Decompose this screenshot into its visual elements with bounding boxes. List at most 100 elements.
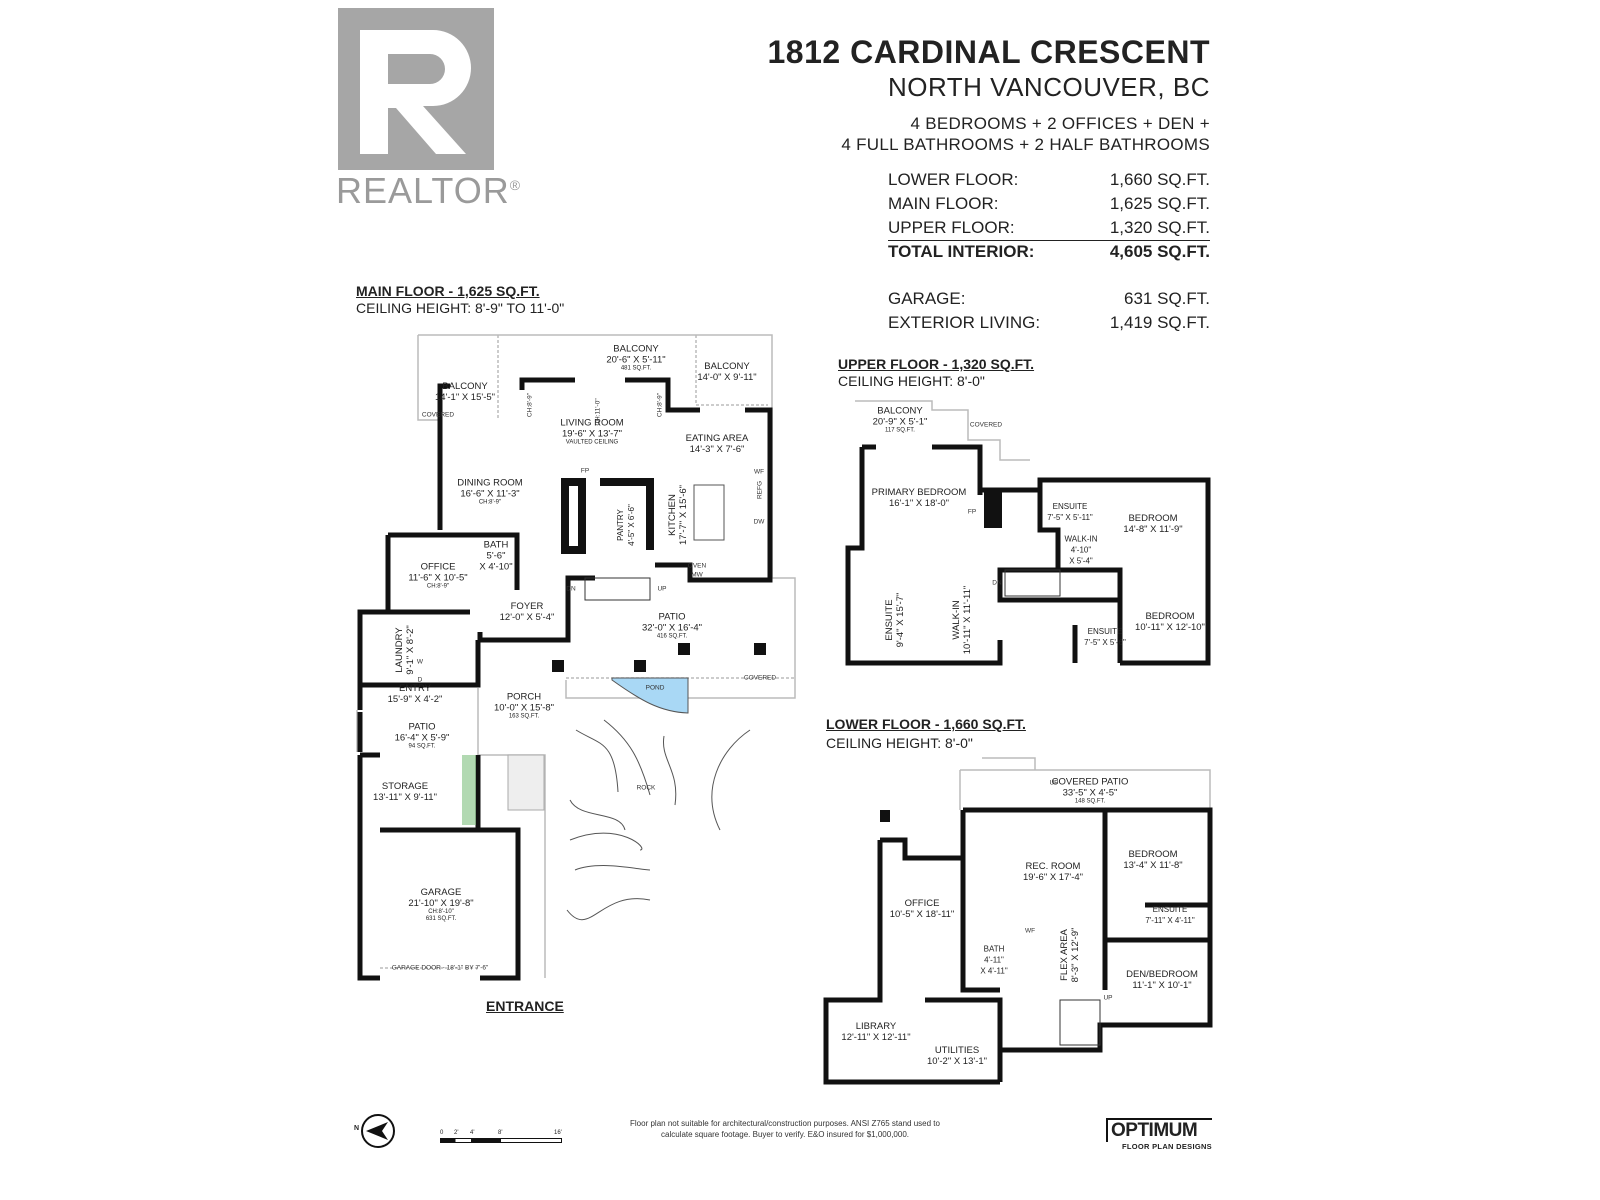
room-text: 14'-1" X 15'-5"	[434, 392, 496, 403]
wall-fills	[552, 490, 1002, 822]
registered-mark: ®	[509, 177, 522, 193]
note: COVERED	[421, 411, 455, 419]
room-text: X 4'-10"	[479, 561, 513, 573]
area-row-total: TOTAL INTERIOR:4,605 SQ.FT.	[888, 242, 1210, 264]
pond-shape	[611, 677, 689, 714]
room-text: 15'-9" X 4'-2"	[387, 694, 443, 705]
note: FP	[580, 467, 590, 475]
realtor-text: REALTOR	[336, 170, 510, 211]
room-text: ENSUITE	[1087, 627, 1123, 636]
room-text: BATH	[983, 944, 1005, 954]
optimum-logo: OPTIMUM FLOOR PLAN DESIGNS	[1106, 1118, 1212, 1154]
compass-north-label: N	[354, 1125, 360, 1132]
note: CH:8'-9"	[656, 392, 664, 418]
note: DN	[566, 585, 576, 593]
room-text: 94 SQ.FT.	[408, 743, 436, 750]
room-text: 10'-0" X 15'-8"	[493, 702, 555, 714]
room-text: BEDROOM	[1128, 849, 1178, 860]
room-text: 10'-11" X 11'-11"	[962, 585, 973, 655]
lower-floor-heading: LOWER FLOOR - 1,660 SQ.FT.	[826, 716, 1026, 732]
room-text: GARAGE	[420, 887, 462, 898]
room-text: FLEX AREA	[1059, 929, 1070, 981]
room-text: WALK-IN	[951, 600, 962, 640]
room-text: LAUNDRY	[394, 627, 405, 673]
scale-tick: 16'	[554, 1130, 562, 1136]
room-text: 117 SQ.FT.	[885, 427, 915, 434]
room-label: ENSUITE 7'-5" X 5'-11"	[1047, 501, 1093, 523]
area-label: EXTERIOR LIVING:	[888, 313, 1041, 332]
room-text: 481 SQ.FT.	[620, 365, 652, 372]
upper-floor-heading: UPPER FLOOR - 1,320 SQ.FT.	[838, 356, 1035, 372]
planter	[462, 755, 476, 825]
note: WF	[753, 468, 765, 476]
room-text: 11'-1" X 10'-1"	[1132, 980, 1192, 991]
area-row: MAIN FLOOR:1,625 SQ.FT.	[888, 194, 1210, 216]
scale-tick: 2'	[454, 1130, 459, 1136]
room-text: 9'-4" X 15'-7"	[895, 592, 906, 648]
room-text: 163 SQ.FT.	[508, 713, 540, 720]
note: UP	[1049, 779, 1059, 787]
realtor-logo	[338, 8, 494, 170]
room-text: 32'-0" X 16'-4"	[641, 622, 703, 634]
room-text: WALK-IN	[1064, 534, 1098, 544]
disclaimer-line: calculate square footage. Buyer to verif…	[661, 1130, 909, 1139]
scale-tick: 4'	[470, 1130, 475, 1136]
room-text: 14'-3" X 7'-6"	[689, 444, 745, 455]
room-text: UTILITIES	[934, 1045, 980, 1056]
room-text: PORCH	[506, 691, 542, 703]
room-text: OFFICE	[904, 898, 940, 909]
garage-door-note: GARAGE DOOR - 18'-1" BY 7'-6"	[391, 964, 489, 972]
room-text: LIBRARY	[855, 1021, 897, 1032]
note: COVERED	[969, 421, 1003, 429]
stairs	[584, 569, 1101, 1046]
property-address: 1812 CARDINAL CRESCENT	[767, 34, 1210, 70]
upper-floor-ceiling: CEILING HEIGHT: 8'-0"	[838, 373, 985, 389]
stone-path	[507, 754, 545, 811]
note: W	[416, 658, 424, 666]
room-text: 13'-11" X 9'-11"	[373, 792, 437, 803]
room-text: OFFICE	[420, 561, 456, 573]
room-text: 13'-4" X 11'-8"	[1123, 860, 1183, 871]
lower-floor-ceiling: CEILING HEIGHT: 8'-0"	[826, 735, 973, 751]
room-text: BALCONY	[442, 381, 488, 392]
note: WF	[1024, 927, 1036, 935]
room-text: 416 SQ.FT.	[656, 633, 688, 640]
room-text: 12'-0" X 5'-4"	[499, 612, 555, 623]
room-text: DINING ROOM	[457, 477, 523, 489]
note: ROCK	[636, 784, 656, 792]
room-text: 4'-11"	[984, 955, 1004, 965]
compass-icon	[361, 1114, 395, 1148]
optimum-sub: FLOOR PLAN DESIGNS	[1122, 1142, 1212, 1151]
room-text: ENSUITE	[1052, 502, 1088, 511]
room-text: 16'-4" X 5'-9"	[394, 732, 450, 744]
room-text: 21'-10" X 19'-8"	[408, 898, 474, 909]
room-text: STORAGE	[381, 781, 429, 792]
room-text: CH:8'-10"	[428, 909, 454, 915]
summary-line-2: 4 FULL BATHROOMS + 2 HALF BATHROOMS	[841, 135, 1210, 154]
room-text: 7'-5" X 5'-11"	[1047, 513, 1093, 522]
room-text: 19'-6" X 17'-4"	[1022, 872, 1084, 883]
room-text: 20'-6" X 5'-11"	[606, 354, 666, 366]
room-text: ENTRY	[398, 683, 432, 694]
room-text: PATIO	[658, 611, 686, 623]
room-text: 33'-5" X 4'-5"	[1062, 787, 1118, 799]
area-row: LOWER FLOOR:1,660 SQ.FT.	[888, 170, 1210, 192]
area-label: LOWER FLOOR:	[888, 170, 1019, 189]
